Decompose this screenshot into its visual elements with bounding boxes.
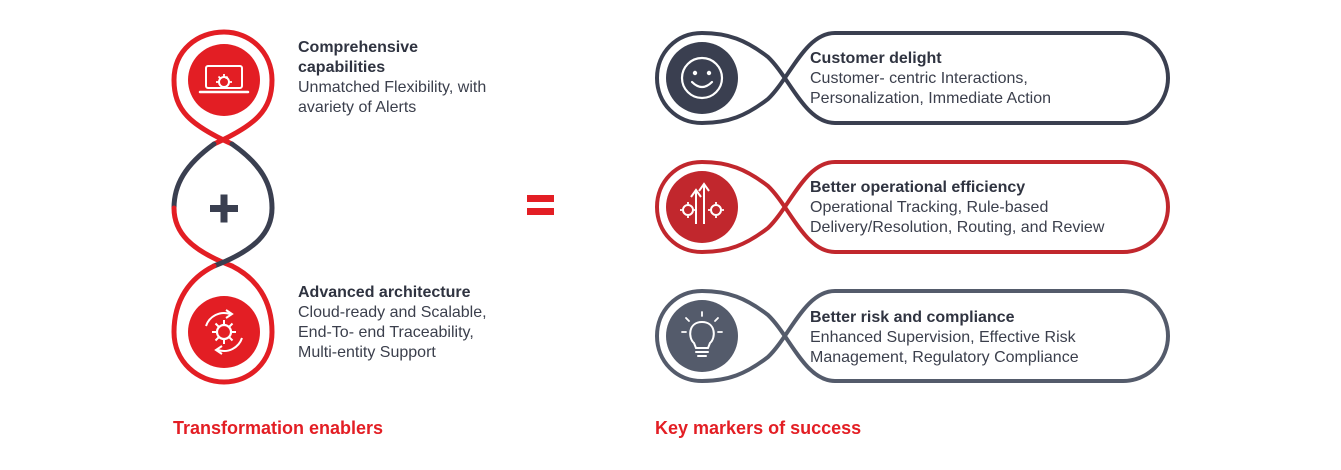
arrows-gears-icon (666, 171, 738, 243)
enabler-1-text: Comprehensive capabilities Unmatched Fle… (298, 38, 508, 118)
laptop-gear-icon (188, 44, 260, 116)
marker-2-title: Better operational efficiency (810, 179, 1026, 196)
marker-3-title: Better risk and compliance (810, 309, 1015, 326)
marker-2-desc: Operational Tracking, Rule-based Deliver… (810, 199, 1105, 236)
enabler-2-title: Advanced architecture (298, 284, 471, 301)
enabler-1-desc: Unmatched Flexibility, with avariety of … (298, 79, 487, 116)
enablers-chain (171, 29, 275, 385)
marker-3-text: Better risk and compliance Enhanced Supe… (810, 308, 1160, 368)
plus-sign (210, 194, 238, 223)
lightbulb-icon (666, 300, 738, 372)
enabler-1-title: Comprehensive capabilities (298, 39, 419, 76)
markers-label: Key markers of success (655, 418, 862, 438)
enabler-2-desc: Cloud-ready and Scalable, End-To- end Tr… (298, 304, 487, 361)
marker-shape-1 (654, 30, 1170, 126)
marker-1-desc: Customer- centric Interactions, Personal… (810, 70, 1052, 107)
marker-3-desc: Enhanced Supervision, Effective Risk Man… (810, 329, 1079, 366)
marker-2-text: Better operational efficiency Operationa… (810, 178, 1160, 238)
smiley-icon (666, 42, 738, 114)
marker-shape-3 (654, 288, 1170, 384)
equals-sign (527, 195, 554, 215)
enablers-label: Transformation enablers (173, 418, 384, 438)
marker-1-title: Customer delight (810, 50, 942, 67)
marker-1-text: Customer delight Customer- centric Inter… (810, 49, 1160, 109)
cycle-gear-icon (188, 296, 260, 368)
marker-shape-2 (654, 159, 1170, 255)
enabler-2-text: Advanced architecture Cloud-ready and Sc… (298, 283, 513, 363)
